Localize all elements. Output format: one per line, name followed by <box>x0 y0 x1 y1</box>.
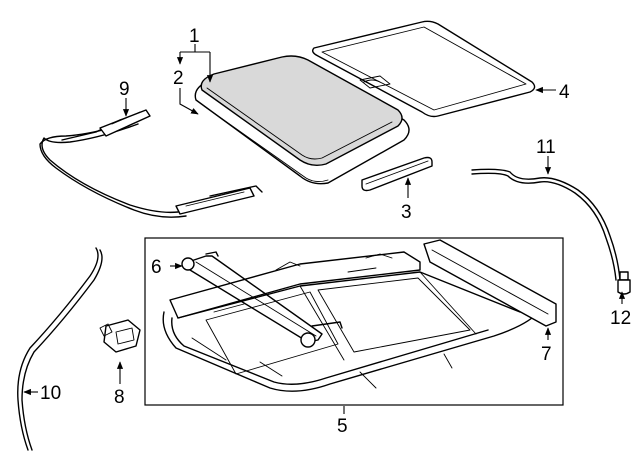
callout-7: 7 <box>541 344 552 365</box>
deflector-strip <box>361 156 433 192</box>
callout-4: 4 <box>559 82 570 103</box>
hose-clip <box>617 271 631 295</box>
rear-drain-hose <box>17 247 103 451</box>
sunshade <box>311 20 536 118</box>
housing-frame-box <box>144 237 564 406</box>
sunroof-housing-frame <box>162 239 557 392</box>
callout-8: 8 <box>114 387 125 408</box>
drive-cable-assembly <box>39 109 263 218</box>
callout-11: 11 <box>536 137 556 158</box>
callout-9: 9 <box>119 79 130 100</box>
leader-lines <box>23 44 626 414</box>
callout-1: 1 <box>189 26 200 47</box>
callout-3: 3 <box>401 202 412 223</box>
sunroof-motor <box>99 319 141 353</box>
callout-12: 12 <box>610 308 631 329</box>
callout-6: 6 <box>151 257 162 278</box>
drain-hose <box>471 168 621 281</box>
glass-panel <box>194 55 410 185</box>
callout-5: 5 <box>337 416 348 437</box>
callout-10: 10 <box>40 383 61 404</box>
callout-2: 2 <box>173 68 184 89</box>
